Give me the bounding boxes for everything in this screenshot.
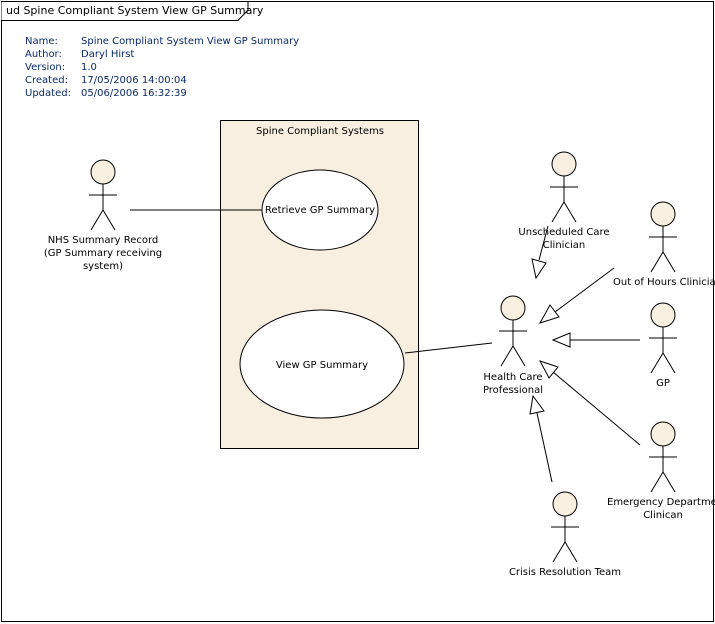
note-author: Author:Daryl Hirst	[25, 49, 135, 60]
actor-nhs-label-line1: NHS Summary Record	[48, 235, 159, 246]
generalization-arrow-crisis	[529, 394, 545, 415]
system-boundary-title: Spine Compliant Systems	[256, 126, 384, 137]
actor-hcp-label-line1: Health Care	[483, 372, 542, 383]
note-name: Name:Spine Compliant System View GP Summ…	[25, 36, 300, 47]
generalization-arrow-emergency	[538, 360, 559, 379]
association-hcp-view	[404, 342, 493, 354]
actor-ooh-label: Out of Hours Clinician	[613, 277, 715, 288]
actor-emergency-label-line1: Emergency Department	[607, 497, 715, 508]
generalization-arrow-unscheduled	[531, 258, 547, 280]
frame-title-tab	[1, 1, 249, 21]
generalization-unscheduled	[538, 225, 549, 261]
note-created: Created:17/05/2006 14:00:04	[25, 75, 187, 86]
note-version: Version:1.0	[25, 62, 97, 73]
actor-emergency-label-line2: Clinican	[643, 510, 683, 521]
generalization-emergency	[552, 371, 641, 446]
actor-out-of-hours-clinician[interactable]	[648, 201, 678, 273]
generalization-crisis	[536, 412, 553, 483]
actor-gp[interactable]	[648, 302, 678, 374]
actor-unscheduled-label-line2: Clinician	[543, 240, 585, 251]
actor-crisis-label: Crisis Resolution Team	[509, 567, 621, 578]
usecase-view-gp-summary[interactable]	[239, 309, 405, 419]
actor-unscheduled-care-clinician[interactable]	[549, 151, 579, 223]
actor-hcp-label-line2: Professional	[483, 385, 543, 396]
generalization-arrow-ooh	[538, 304, 560, 324]
actor-nhs-label-line3: system)	[83, 261, 123, 272]
generalization-ooh	[554, 267, 615, 313]
actor-emergency-department-clinician[interactable]	[648, 421, 678, 493]
frame-title: ud Spine Compliant System View GP Summar…	[6, 4, 264, 17]
actor-nhs-summary-record[interactable]	[88, 159, 118, 231]
actor-gp-label: GP	[656, 378, 670, 389]
note-updated: Updated:05/06/2006 16:32:39	[25, 88, 187, 99]
usecase-view-label: View GP Summary	[276, 360, 368, 371]
generalization-arrow-gp	[551, 332, 571, 348]
actor-crisis-resolution-team[interactable]	[550, 491, 580, 563]
actor-health-care-professional[interactable]	[498, 295, 528, 367]
actor-unscheduled-label-line1: Unscheduled Care	[518, 227, 609, 238]
usecase-retrieve-label: Retrieve GP Summary	[265, 205, 375, 216]
actor-nhs-label-line2: (GP Summary receiving	[44, 248, 162, 259]
